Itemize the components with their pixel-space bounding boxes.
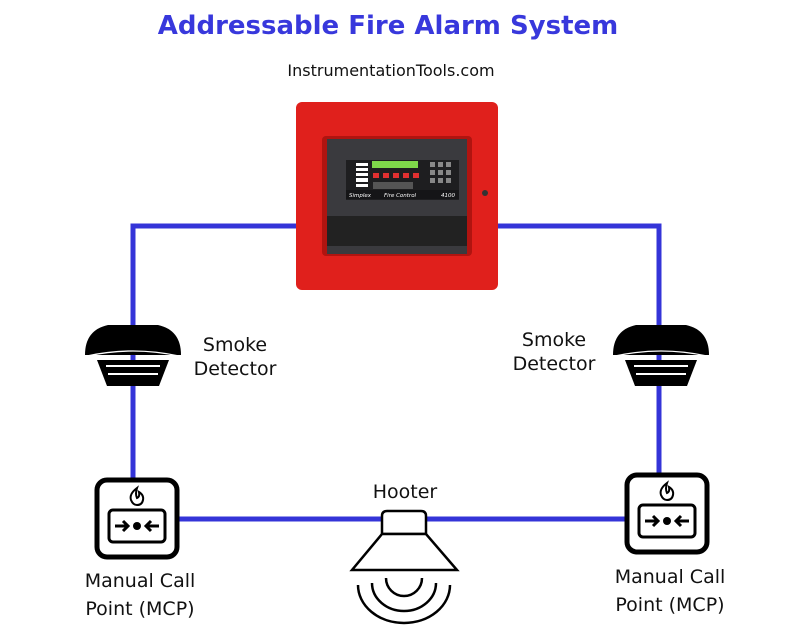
- panel-label: Fire Control: [384, 193, 417, 199]
- label-line: Manual Call: [84, 570, 196, 592]
- smoke-detector-icon: [613, 325, 709, 386]
- label-line: Smoke: [521, 329, 587, 351]
- label-line: Point (MCP): [85, 598, 195, 620]
- smoke-detector-icon: [85, 325, 181, 386]
- fire-alarm-control-panel: Simplex Fire Control 4100: [296, 102, 498, 290]
- panel-brand: Simplex: [349, 193, 372, 199]
- label-line: Point (MCP): [615, 594, 725, 616]
- page-title: Addressable Fire Alarm System: [157, 11, 619, 41]
- panel-model: 4100: [441, 193, 455, 199]
- label-line: Smoke: [202, 334, 268, 356]
- wiring: [130, 223, 662, 522]
- manual-call-point-icon: [94, 477, 180, 560]
- manual-call-point-icon: [624, 472, 710, 555]
- wire-left: [130, 223, 300, 485]
- label-line: Detector: [193, 358, 277, 380]
- label-line: Detector: [512, 353, 596, 375]
- hooter-label: Hooter: [372, 481, 438, 503]
- label-line: Manual Call: [614, 566, 726, 588]
- wire-right: [495, 223, 662, 478]
- subtitle: InstrumentationTools.com: [287, 61, 495, 80]
- hooter-icon: [349, 509, 460, 625]
